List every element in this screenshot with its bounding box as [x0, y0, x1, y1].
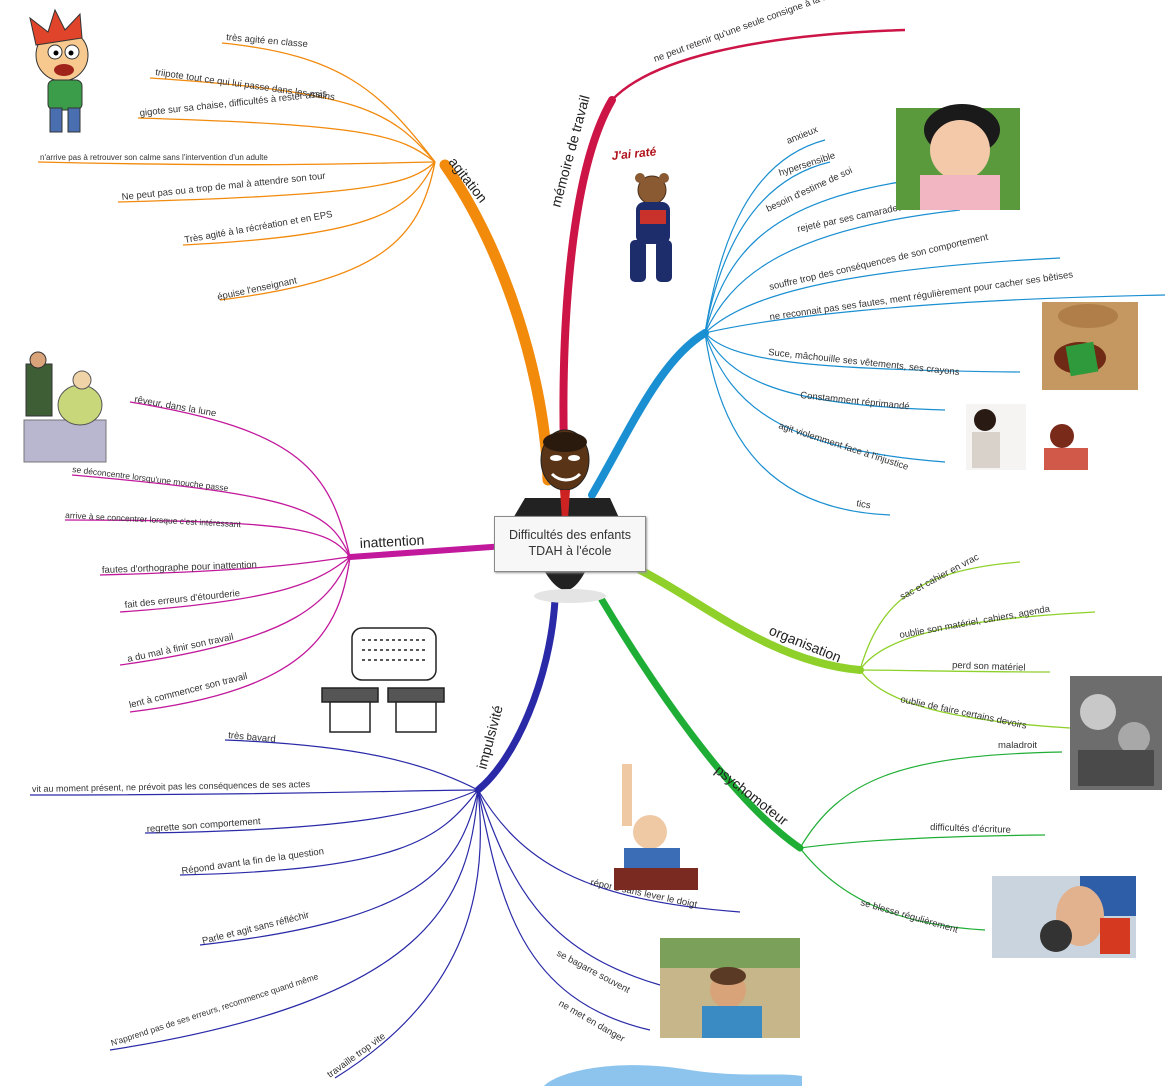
organisation-leaves [859, 561, 1096, 729]
branch-line-organisation [636, 566, 864, 674]
leaf-text: maladroit [998, 740, 1037, 751]
leaf-text: agit violemment face à l'injustice [777, 420, 910, 472]
leaf-text: se déconcentre lorsqu'une mouche passe [72, 464, 229, 493]
leaf-text: Très agité à la récréation et en EPS [184, 209, 334, 246]
leaf-text: difficultés d'écriture [930, 822, 1011, 836]
leaf-text: arrive à se concentrer lorsque c'est int… [65, 510, 242, 529]
leaf-text: N'apprend pas de ses erreurs, recommence… [110, 971, 320, 1048]
branch-line-memoire [559, 96, 616, 479]
leaf-text: oublie son matériel, cahiers, agenda [899, 603, 1052, 640]
leaf-text: fait des erreurs d'étourderie [124, 588, 240, 611]
central-topic-line-2: TDAH à l'école [528, 544, 612, 558]
central-character-illustration [512, 429, 620, 603]
leaf-text: très agité en classe [226, 32, 309, 50]
leaf-text: souffre trop des conséquences de son com… [768, 232, 989, 293]
cartoon-boy-illustration [29, 8, 89, 133]
central-topic: Difficultés des enfants TDAH à l'école [494, 516, 646, 572]
leaf-text: Parle et agit sans réfléchir [201, 910, 310, 947]
branch-line-emotions [588, 329, 709, 499]
branch-label-inattention: inattention [359, 532, 424, 551]
leaf-text: se bagarre souvent [555, 948, 632, 996]
branch-line-psychomoteur [598, 596, 804, 852]
leaf-text: fautes d'orthographe pour inattention [102, 560, 257, 576]
classroom-drawing-illustration [321, 627, 445, 733]
scolding-photo [966, 404, 1088, 470]
emotions-leaves [704, 139, 1166, 516]
child-sad-photo [896, 104, 1020, 210]
impulsivite-leaf-labels: très bavard vit au moment présent, ne pr… [32, 703, 699, 1080]
central-topic-line-1: Difficultés des enfants [508, 528, 632, 542]
boy-bw-photo [1070, 676, 1162, 790]
leaf-text: perd son matériel [952, 660, 1026, 674]
leaf-text: ne peut retenir qu'une seule consigne à … [652, 0, 838, 65]
leaf-text: se blesse régulièrement [859, 897, 959, 935]
main-branches [347, 96, 864, 852]
branch-line-impulsivite [474, 596, 559, 794]
memoire-leaves [611, 28, 906, 101]
branch-label-memoire: mémoire de travail [547, 93, 592, 208]
organisation-leaf-labels: sac et cahier en vrac oublie son matérie… [767, 552, 1052, 732]
branch-line-agitation [439, 159, 554, 486]
leaf-text: a du mal à finir son travail [126, 632, 234, 665]
leaf-text: travaille trop vite [325, 1031, 387, 1081]
psychomoteur-leaf-labels: maladroit difficultés d'écriture se bles… [712, 740, 1037, 936]
psychomoteur-leaves [799, 751, 1063, 931]
teacher-student-illustration [23, 351, 107, 463]
branch-label-psychomoteur: psychomoteur [712, 762, 791, 829]
sticker-text: J'ai raté [611, 144, 657, 163]
leaf-text: n'arrive pas à retrouver son calme sans … [40, 153, 268, 162]
leaf-text: vit au moment présent, ne prévoit pas le… [32, 779, 311, 794]
agitation-leaves [37, 42, 436, 301]
leaf-text: ne met en danger [557, 998, 627, 1045]
raised-hand-photo [612, 758, 698, 890]
leaf-text: très bavard [228, 730, 276, 745]
leaf-text: oublie de faire certains devoirs [899, 694, 1028, 732]
leaf-text: tics [855, 498, 871, 511]
teddy-bear-illustration [630, 173, 672, 282]
leaf-text: sac et cahier en vrac [898, 552, 981, 603]
agitation-leaf-labels: très agité en classe triipote tout ce qu… [40, 32, 491, 303]
inattention-leaves [64, 401, 351, 713]
fighting-kids-photo [660, 938, 800, 1038]
impulsivite-leaves [29, 739, 741, 1079]
blue-wave-decoration [544, 1065, 802, 1086]
fall-photo [992, 876, 1136, 958]
leaf-text: rêveur, dans la lune [133, 394, 217, 419]
chewing-pencil-photo [1042, 302, 1138, 390]
leaf-text: gigote sur sa chaise, difficultés à rest… [139, 88, 328, 119]
leaf-text: Constamment réprimandé [800, 390, 910, 412]
